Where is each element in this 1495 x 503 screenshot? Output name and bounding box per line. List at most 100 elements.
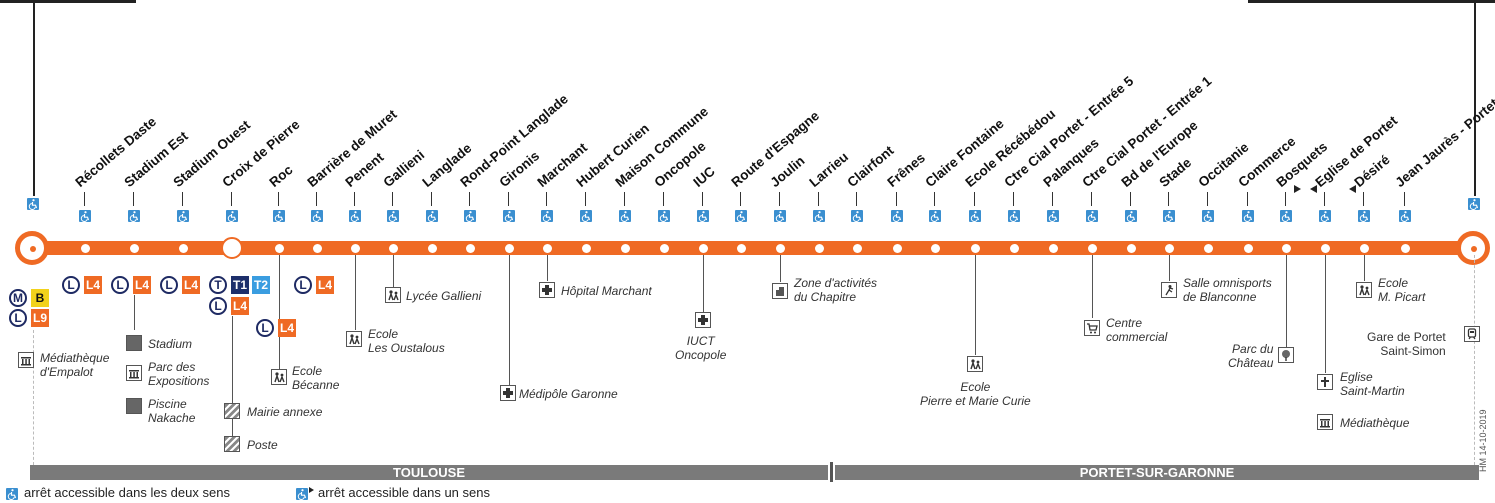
stop-dot[interactable] — [129, 243, 139, 253]
stop-dot[interactable] — [388, 243, 398, 253]
accessible-icon — [619, 210, 631, 222]
stop-dot[interactable] — [1243, 243, 1253, 253]
stop-tick — [508, 192, 510, 206]
poi-zone-chapitre: Zone d'activités du Chapitre — [794, 276, 877, 304]
library-icon — [18, 352, 34, 368]
stop-dot[interactable] — [892, 243, 902, 253]
accessible-icon — [177, 210, 189, 222]
stop-dot[interactable] — [1126, 243, 1136, 253]
accessible-icon — [1047, 210, 1059, 222]
accessible-icon — [1358, 210, 1370, 222]
stop-dot[interactable] — [1400, 243, 1410, 253]
stop-dot[interactable] — [1359, 243, 1369, 253]
school-icon — [346, 331, 362, 347]
direction-arrow-icon — [1294, 185, 1301, 193]
sports-hall-icon — [1161, 282, 1177, 298]
connection-linea-badge: L — [9, 309, 27, 327]
stop-dot[interactable] — [581, 243, 591, 253]
stop-tick — [818, 192, 820, 206]
connection-linea-badge: L — [256, 319, 274, 337]
connection-l4-badge: L4 — [133, 276, 152, 294]
connector-line — [547, 255, 548, 281]
accessible-icon — [1008, 210, 1020, 222]
school-icon — [271, 369, 287, 385]
top-frame-left-vertical — [33, 0, 35, 196]
connector-line — [975, 255, 976, 355]
stop-dot[interactable] — [970, 243, 980, 253]
hospital-icon — [695, 312, 711, 328]
stop-dot[interactable] — [814, 243, 824, 253]
school-icon — [385, 287, 401, 303]
connection-metro-badge: M — [9, 289, 27, 307]
accessible-icon — [1163, 210, 1175, 222]
poi-ecole-oustalous: Ecole Les Oustalous — [368, 327, 445, 355]
stop-dot[interactable] — [1048, 243, 1058, 253]
stop-dot[interactable] — [350, 243, 360, 253]
stop-tick — [84, 192, 86, 206]
stop-tick — [1207, 192, 1209, 206]
connection-t1-badge: T1 — [231, 276, 250, 294]
stop-dot[interactable] — [1087, 243, 1097, 253]
poi-poste: Poste — [247, 438, 278, 452]
stop-dot[interactable] — [1203, 243, 1213, 253]
connector-line — [1474, 255, 1475, 465]
footer-code: HM 14-10-2019 — [1478, 409, 1488, 472]
stop-dot[interactable] — [427, 243, 437, 253]
connector-line — [1325, 255, 1326, 373]
stop-dot[interactable] — [80, 243, 90, 253]
connector-line — [1169, 255, 1170, 281]
stop-dot[interactable] — [178, 243, 188, 253]
stop-dot[interactable] — [620, 243, 630, 253]
stop-dot[interactable] — [312, 243, 322, 253]
hospital-icon — [500, 385, 516, 401]
accessible-icon — [697, 210, 709, 222]
train-icon — [1464, 326, 1480, 342]
stop-tick — [663, 192, 665, 206]
stop-dot[interactable] — [465, 243, 475, 253]
stop-dot[interactable] — [1009, 243, 1019, 253]
stop-dot[interactable] — [659, 243, 669, 253]
stop-tick — [1130, 192, 1132, 206]
stop-tick — [278, 192, 280, 206]
terminus-portet — [1456, 231, 1490, 265]
stop-tick — [354, 192, 356, 206]
poi-parc-chateau: Parc du Château — [1228, 342, 1274, 370]
stop-dot[interactable] — [221, 237, 243, 259]
poi-salle-blanconne: Salle omnisports de Blanconne — [1183, 276, 1272, 304]
accessible-icon — [929, 210, 941, 222]
stop-dot[interactable] — [504, 243, 514, 253]
stop-dot[interactable] — [736, 243, 746, 253]
stop-dot[interactable] — [1164, 243, 1174, 253]
stop-dot[interactable] — [852, 243, 862, 253]
accessible-both-icon — [6, 488, 18, 500]
connection-linea-badge: L — [294, 276, 312, 294]
stop-tick — [431, 192, 433, 206]
stop-dot[interactable] — [542, 243, 552, 253]
accessible-icon — [735, 210, 747, 222]
accessible-icon — [311, 210, 323, 222]
stop-dot[interactable] — [1281, 243, 1291, 253]
stop-dot[interactable] — [1320, 243, 1330, 253]
stop-tick — [1247, 192, 1249, 206]
connector-line — [279, 337, 280, 369]
poi-eglise-st-martin: Eglise Saint-Martin — [1340, 370, 1405, 398]
stop-dot[interactable] — [274, 243, 284, 253]
connector-line — [780, 255, 781, 282]
accessible-icon — [541, 210, 553, 222]
church-icon — [1317, 374, 1333, 390]
accessible-icon — [27, 198, 39, 210]
stop-dot[interactable] — [930, 243, 940, 253]
poi-ecole-picart: Ecole M. Picart — [1378, 276, 1426, 304]
connector-line — [1286, 255, 1287, 347]
stop-dot[interactable] — [775, 243, 785, 253]
school-icon — [1356, 282, 1372, 298]
zone-portet: PORTET-SUR-GARONNE — [835, 465, 1479, 480]
connector-line — [134, 295, 135, 330]
stop-tick — [624, 192, 626, 206]
accessible-icon — [774, 210, 786, 222]
accessible-icon — [503, 210, 515, 222]
zone-toulouse: TOULOUSE — [30, 465, 828, 480]
stop-tick — [182, 192, 184, 206]
stop-dot[interactable] — [698, 243, 708, 253]
accessible-icon — [851, 210, 863, 222]
